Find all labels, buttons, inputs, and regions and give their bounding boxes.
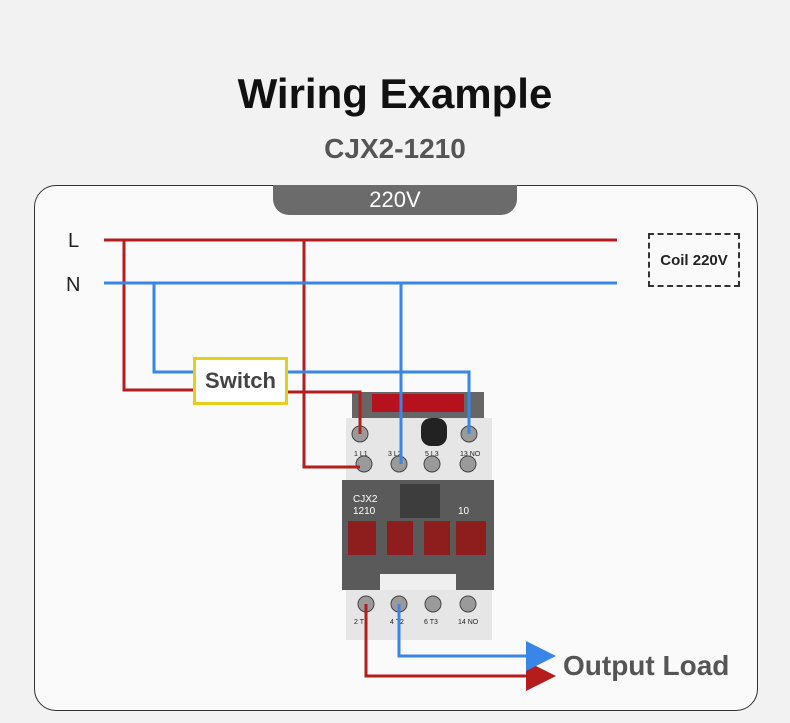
- switch-box: Switch: [193, 357, 288, 405]
- contactor-lower-window: [380, 574, 456, 594]
- terminal-screw-14no: [459, 595, 477, 613]
- neutral-wires: [104, 281, 617, 671]
- line-wires: [104, 238, 617, 691]
- terminal-label-3: 3 L2: [388, 451, 402, 458]
- switch-to-13no-wire: [288, 370, 471, 434]
- contactor-red-cover-3: [424, 521, 450, 555]
- terminal-screw-a1: [355, 455, 373, 473]
- contactor-red-cover-4: [456, 521, 486, 555]
- output-load-label: Output Load: [563, 650, 730, 681]
- neutral-to-switch-wire: [152, 283, 193, 374]
- neutral-label: N: [66, 274, 81, 296]
- model-subtitle: CJX2-1210: [324, 133, 466, 164]
- terminal-label-6: 6 T3: [424, 619, 438, 626]
- contactor-model-2: 1210: [353, 506, 376, 517]
- t2-output-wire: [397, 604, 556, 671]
- coil-voltage-box: Coil 220V: [648, 233, 740, 287]
- terminal-label-2: 2 T1: [354, 619, 368, 626]
- line-label: L: [68, 230, 80, 252]
- terminal-label-4: 4 T2: [390, 619, 404, 626]
- page-title: Wiring Example: [237, 70, 553, 117]
- terminal-label-13: 13 NO: [460, 451, 481, 458]
- terminal-screw-t3: [424, 595, 442, 613]
- terminal-label-5: 5 L3: [425, 451, 439, 458]
- t1-output-wire: [364, 604, 556, 691]
- terminal-screw-a2: [459, 455, 477, 473]
- contactor-red-cover-2: [387, 521, 413, 555]
- line-to-l1-wire: [302, 240, 360, 469]
- contactor-aux-label: 10: [458, 506, 470, 517]
- contactor: CJX2 1210 10 1 L1 3 L2 5 L3 13 NO 2 T1 4…: [342, 392, 494, 640]
- terminal-screw-l3: [423, 455, 441, 473]
- contactor-actuator: [400, 484, 440, 518]
- switch-to-coil-wire: [288, 390, 362, 434]
- voltage-tab: 220V: [273, 185, 517, 215]
- contactor-nameplate: [372, 394, 464, 412]
- contactor-coil-window: [421, 418, 447, 446]
- terminal-label-14: 14 NO: [458, 619, 479, 626]
- contactor-red-cover-1: [348, 521, 376, 555]
- line-to-switch-wire: [122, 240, 193, 392]
- contactor-model-1: CJX2: [353, 494, 378, 505]
- terminal-screw-l2: [390, 455, 408, 473]
- terminal-label-1: 1 L1: [354, 451, 368, 458]
